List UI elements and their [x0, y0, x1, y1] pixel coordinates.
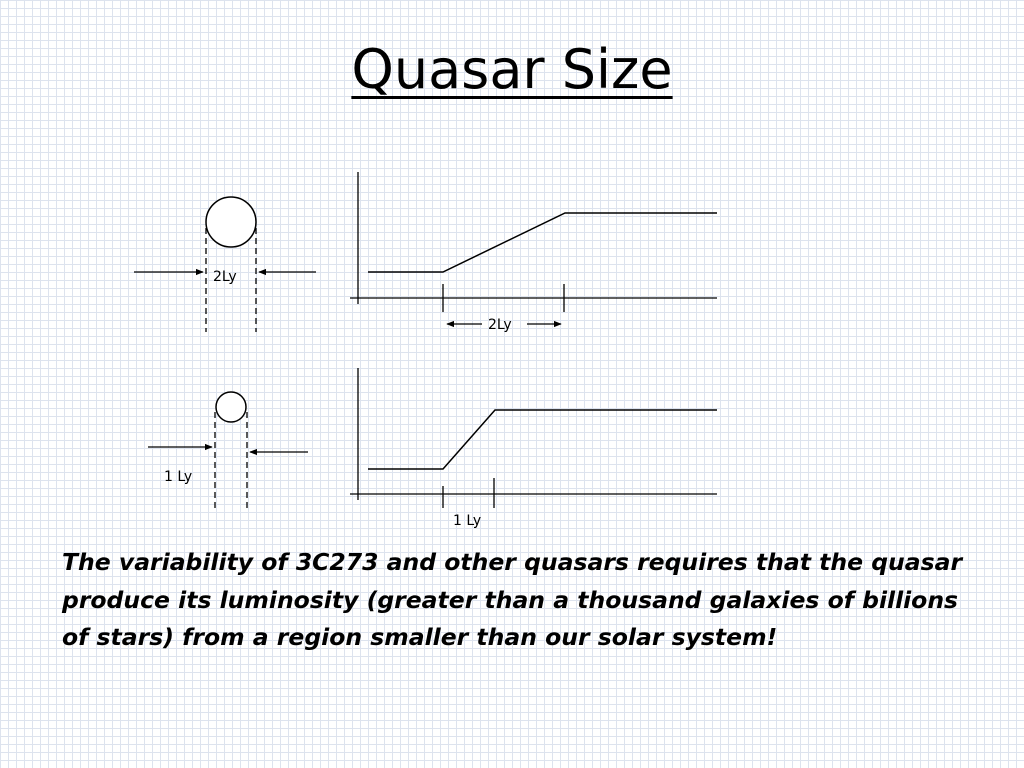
- small-source-size-label: 1 Ly: [164, 469, 192, 485]
- bottom-light-curve: [368, 409, 717, 470]
- small-source-diagram: 1 Ly: [148, 391, 308, 510]
- large-source-circle: [205, 196, 257, 248]
- explanation-text: The variability of 3C273 and other quasa…: [62, 548, 963, 651]
- slide-title: Quasar Size: [0, 38, 1024, 101]
- bottom-light-curve-graph: 1 Ly: [350, 368, 717, 529]
- slide-title-text: Quasar Size: [351, 38, 673, 101]
- top-duration-label: 2Ly: [488, 317, 512, 333]
- top-light-curve-graph: 2Ly: [350, 172, 717, 333]
- large-source-diagram: 2Ly: [134, 196, 316, 332]
- small-source-circle: [215, 391, 247, 423]
- top-light-curve: [368, 212, 717, 273]
- large-source-size-label: 2Ly: [213, 269, 237, 285]
- bottom-duration-label: 1 Ly: [453, 513, 481, 529]
